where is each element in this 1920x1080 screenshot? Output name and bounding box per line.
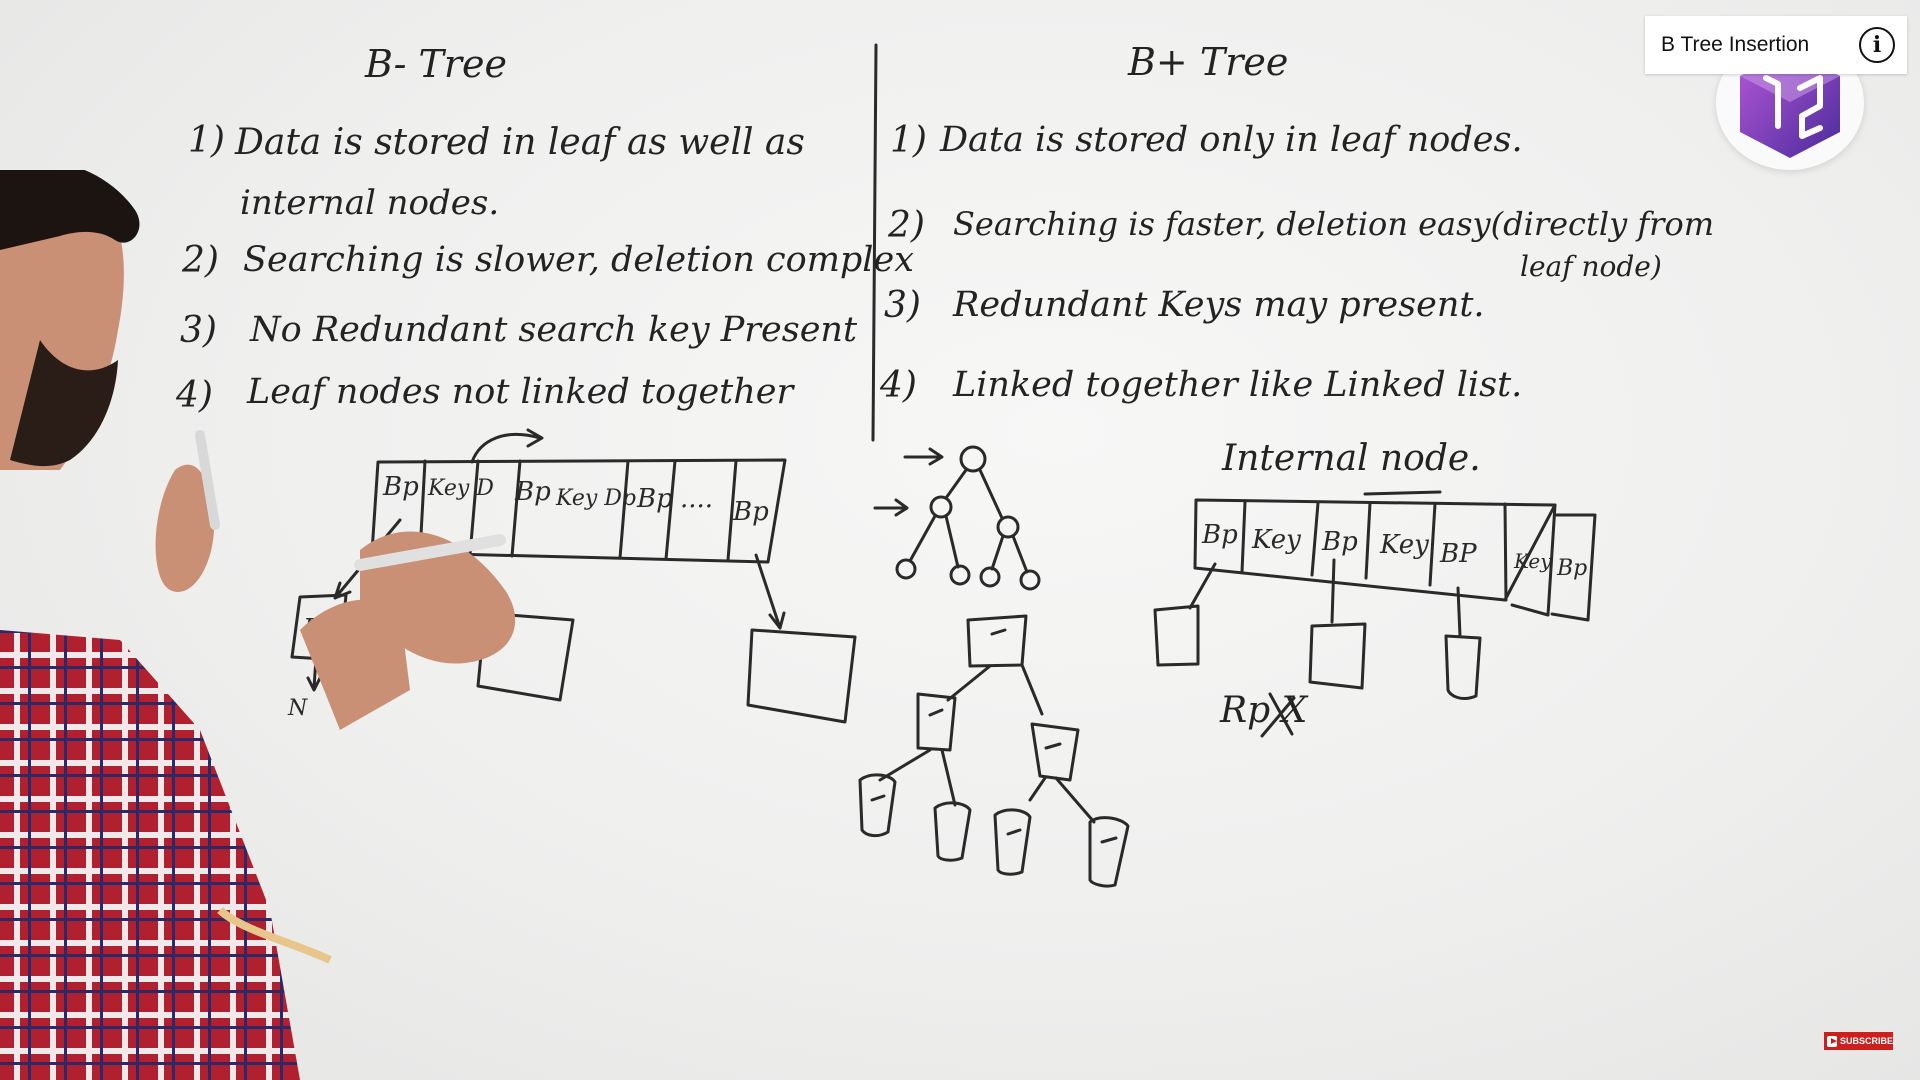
b-tree-node (370, 458, 787, 564)
b-tree-child-mid (476, 611, 575, 702)
bplus-point-4-num: 4) (880, 365, 917, 406)
rp-cross (1260, 692, 1296, 738)
b-tree-point-2-num: 2) (182, 240, 219, 281)
bplus-cell-5: Key (1513, 549, 1552, 573)
b-tree-cell-6: Bp (732, 497, 769, 527)
b-tree-child-right (746, 628, 857, 724)
b-tree-point-2: Searching is slower, deletion complex (243, 240, 914, 280)
bplus-point-3-num: 3) (884, 285, 921, 326)
bplus-internal-node (1193, 498, 1557, 602)
b-tree-point-3-num: 3) (180, 310, 217, 351)
b-tree-pointer-right (754, 553, 786, 630)
bplus-cell-6: Bp (1556, 556, 1587, 581)
video-title-card[interactable]: B Tree Insertion i (1645, 16, 1907, 74)
youtube-play-icon (1827, 1035, 1837, 1047)
b-tree-point-4-num: 4) (176, 375, 213, 416)
b-tree-heading: B- Tree (365, 42, 508, 86)
b-tree-cell-4: Bp (636, 484, 673, 514)
bplus-cell-3: Key (1379, 530, 1429, 560)
b-tree-cell-1: Key D (427, 476, 494, 501)
b-tree-cell-5: .... (680, 484, 713, 514)
bplus-point-2: Searching is faster, deletion easy(direc… (953, 205, 1715, 243)
bplus-leaf-2 (1308, 622, 1367, 690)
bplus-tree-heading: B+ Tree (1128, 40, 1289, 84)
bplus-point-3: Redundant Keys may present. (953, 285, 1485, 325)
channel-logo[interactable] (1716, 36, 1864, 170)
bplus-internal-node-label: Internal node. (1222, 438, 1481, 479)
bplus-point-1: Data is stored only in leaf nodes. (940, 120, 1523, 160)
subscribe-button[interactable]: SUBSCRIBE (1824, 1032, 1893, 1050)
arrow-root (903, 447, 944, 466)
bplus-point-2-cont: leaf node) (1520, 250, 1662, 283)
subscribe-label: SUBSCRIBE (1839, 1036, 1893, 1046)
bplus-point-2-num: 2) (888, 205, 925, 246)
b-tree-point-4: Leaf nodes not linked together (247, 372, 794, 412)
b-tree-point-1-cont: internal nodes. (240, 183, 500, 223)
bplus-cell-0: Bp (1201, 520, 1238, 550)
divider-line (871, 43, 878, 442)
bplus-cell-2: Bp (1321, 527, 1358, 557)
b-tree-cell-0: Bp (382, 472, 419, 502)
b-tree-cell-2: Bp (514, 477, 551, 507)
bplus-cell-4: BP (1439, 539, 1477, 569)
presenter (0, 170, 516, 1080)
b-tree-point-1: Data is stored in leaf as well as (235, 122, 805, 163)
bplus-point-1-num: 1) (890, 120, 927, 161)
arrow-level (873, 498, 909, 517)
b-tree-cell-3: Key Dp (555, 486, 636, 511)
b-tree-child-note: N (287, 696, 308, 721)
b-tree-point-3: No Redundant search key Present (250, 310, 858, 350)
bplus-leaf-1 (1153, 604, 1200, 667)
internal-label-underline (1363, 490, 1442, 496)
b-tree-point-1-num: 1) (188, 120, 225, 161)
bplus-cell-1: Key (1251, 525, 1301, 555)
bplus-point-4: Linked together like Linked list. (953, 365, 1523, 405)
info-circle-icon[interactable]: i (1859, 27, 1895, 63)
bplus-leaf-3 (1444, 634, 1482, 700)
bplus-rp-label: Rp X (1220, 690, 1308, 731)
b-tree-curved-arrow (470, 428, 544, 464)
video-title: B Tree Insertion (1661, 33, 1810, 56)
